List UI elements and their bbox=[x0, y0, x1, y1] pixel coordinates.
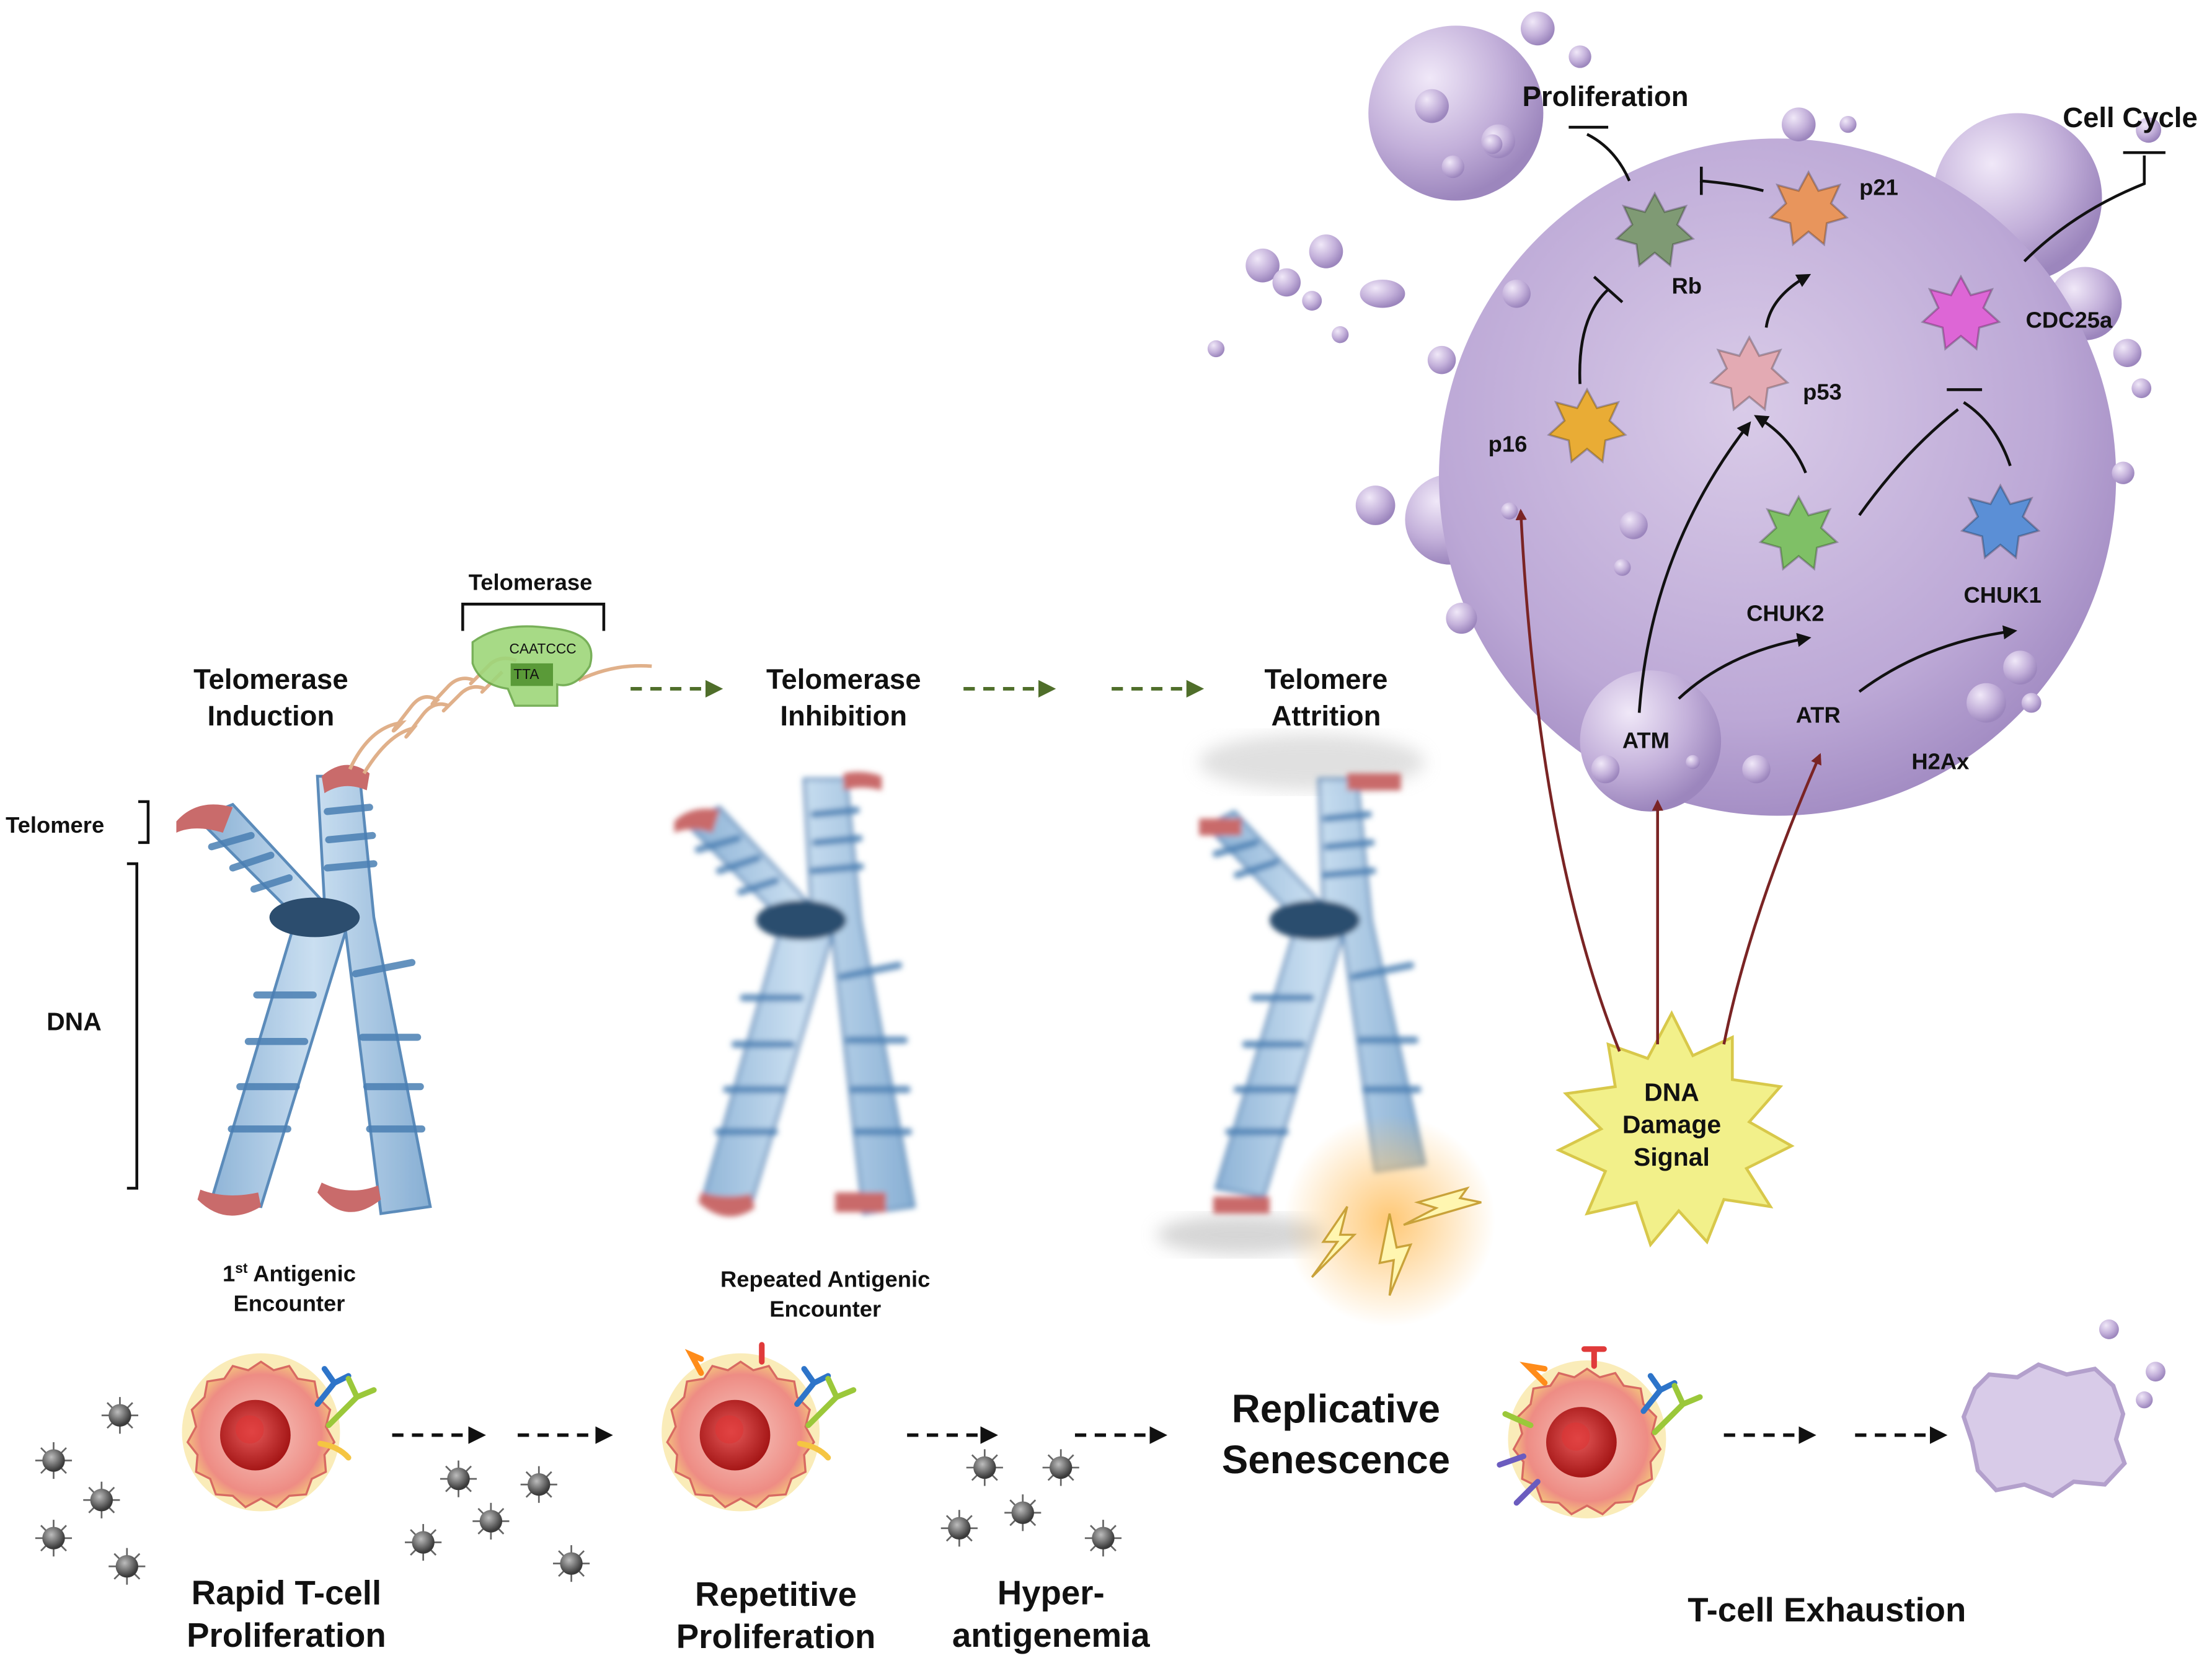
senescent-cell bbox=[1368, 25, 2122, 816]
exhaustion-label: T-cell Exhaustion bbox=[1688, 1591, 1966, 1629]
p21-label: p21 bbox=[1859, 174, 1898, 200]
senescence-line1: Replicative bbox=[1232, 1386, 1440, 1431]
chromosome-inhibition bbox=[674, 771, 916, 1217]
damage-arrows bbox=[1515, 508, 1821, 1052]
dna-damage-starburst bbox=[1555, 1010, 1795, 1248]
chuk2-label: CHUK2 bbox=[1746, 601, 1824, 626]
cdc25a-label: CDC25a bbox=[2026, 307, 2113, 332]
stage3-title-line1: Telomere bbox=[1265, 663, 1388, 695]
telomerase-label: Telomerase bbox=[469, 570, 593, 595]
telomerase-enzyme bbox=[471, 625, 593, 707]
cell-cycle-label: Cell Cycle bbox=[2063, 102, 2198, 133]
stage2-title-line2: Inhibition bbox=[780, 700, 907, 732]
damage-line1: DNA bbox=[1644, 1078, 1699, 1106]
telomere-bracket bbox=[126, 800, 150, 1190]
atr-label: ATR bbox=[1796, 702, 1841, 727]
repetitive-line2: Proliferation bbox=[676, 1618, 876, 1655]
rapid-line2: Proliferation bbox=[187, 1616, 386, 1654]
hyper-line1: Hyper- bbox=[998, 1574, 1105, 1612]
telomerase-bracket bbox=[461, 603, 606, 631]
tcell-repetitive bbox=[660, 1342, 857, 1513]
damage-line3: Signal bbox=[1634, 1143, 1710, 1171]
atm-label: ATM bbox=[1622, 727, 1670, 753]
repeated-encounter-line1: Repeated Antigenic bbox=[720, 1267, 930, 1292]
repetitive-line1: Repetitive bbox=[695, 1576, 857, 1613]
stage3-title-line2: Attrition bbox=[1272, 700, 1381, 732]
telomerase-seq-top: CAATCCC bbox=[509, 640, 576, 657]
p53-label: p53 bbox=[1803, 379, 1842, 404]
p16-label: p16 bbox=[1489, 432, 1528, 457]
stage1-title-line1: Telomerase bbox=[193, 663, 348, 695]
exhausted-cell bbox=[1961, 1319, 2166, 1499]
rapid-line1: Rapid T-cell bbox=[192, 1574, 382, 1612]
stage1-title-line2: Induction bbox=[208, 700, 335, 732]
dna-label: DNA bbox=[46, 1008, 102, 1036]
hyper-line2: antigenemia bbox=[952, 1616, 1150, 1654]
stage2-title-line1: Telomerase bbox=[766, 663, 921, 695]
tcell-proliferating bbox=[180, 1352, 377, 1513]
damage-line2: Damage bbox=[1622, 1110, 1721, 1139]
rb-label: Rb bbox=[1671, 273, 1702, 299]
lightning-icon bbox=[1311, 1186, 1482, 1296]
vesicles bbox=[1207, 11, 2162, 784]
telomere-label: Telomere bbox=[6, 812, 104, 838]
tcell-senescent bbox=[1497, 1346, 1703, 1520]
h2ax-label: H2Ax bbox=[1911, 749, 1969, 774]
telomerase-seq-bottom: TTA bbox=[513, 666, 539, 682]
first-encounter-line1: 1st Antigenic bbox=[223, 1260, 356, 1287]
proliferation-label: Proliferation bbox=[1523, 81, 1689, 112]
senescence-line2: Senescence bbox=[1222, 1437, 1450, 1482]
first-encounter-line2: Encounter bbox=[234, 1290, 345, 1316]
chromosome-induction bbox=[176, 765, 432, 1216]
chuk1-label: CHUK1 bbox=[1964, 582, 2042, 608]
pathway-arrows bbox=[1568, 125, 2166, 713]
repeated-encounter-line2: Encounter bbox=[769, 1296, 881, 1321]
chromosome-attrition bbox=[1156, 734, 1496, 1327]
